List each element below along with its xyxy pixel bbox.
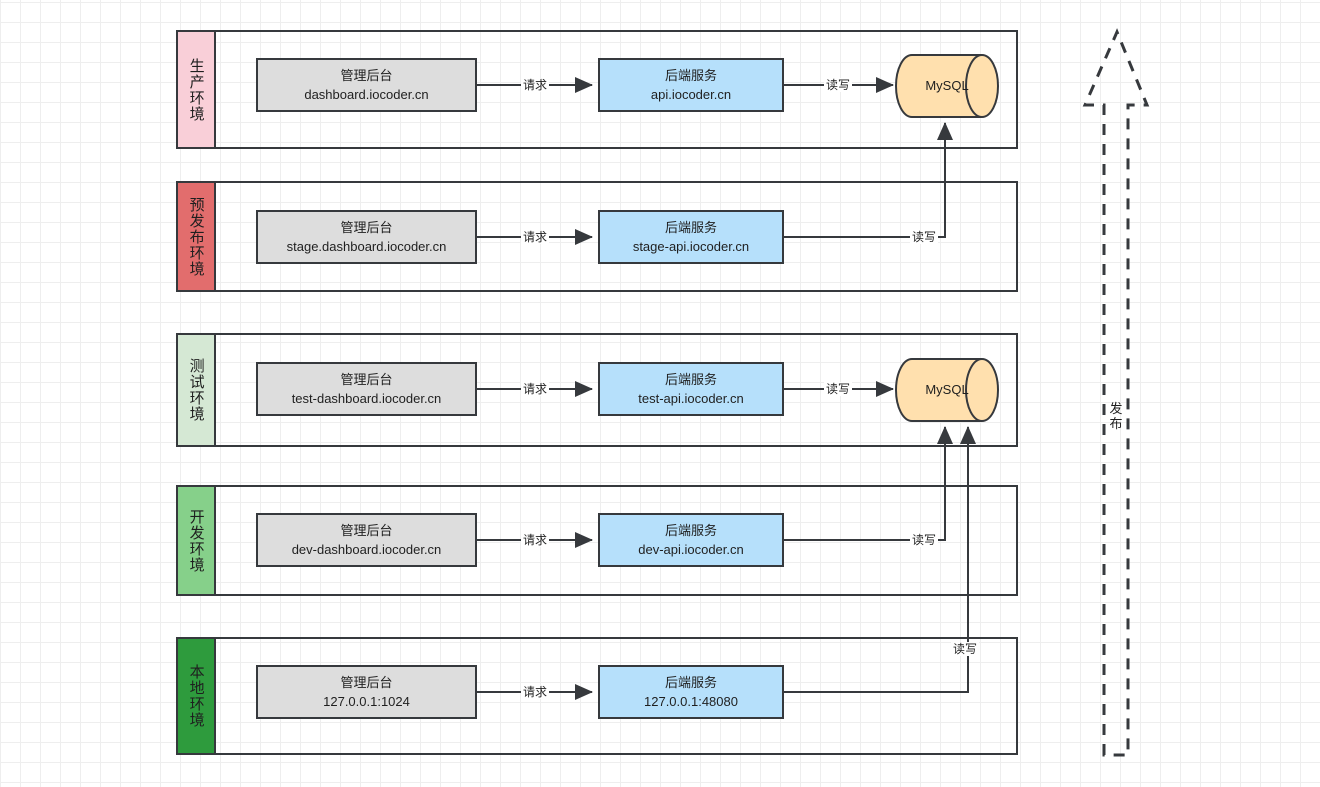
env-tab-label-local: 本地环境 bbox=[187, 664, 205, 728]
edge-label-prod-request: 请求 bbox=[521, 78, 550, 93]
node-api-prod-line1: 后端服务 bbox=[664, 67, 717, 83]
env-tab-label-test: 测试环境 bbox=[187, 358, 205, 422]
node-admin-dev-line1: 管理后台 bbox=[340, 522, 393, 538]
node-admin-prod[interactable]: 管理后台 dashboard.iocoder.cn bbox=[256, 58, 477, 112]
edge-label-test-rw: 读写 bbox=[824, 382, 853, 397]
node-api-dev-line2: dev-api.iocoder.cn bbox=[638, 542, 744, 557]
db-cylinder-test bbox=[895, 358, 999, 422]
node-api-test-line2: test-api.iocoder.cn bbox=[638, 391, 744, 406]
env-tab-label-prod: 生产环境 bbox=[187, 57, 205, 122]
node-admin-prod-line2: dashboard.iocoder.cn bbox=[304, 87, 429, 102]
env-tab-local[interactable]: 本地环境 bbox=[176, 637, 216, 755]
node-admin-local-line1: 管理后台 bbox=[340, 674, 393, 690]
env-tab-prod[interactable]: 生产环境 bbox=[176, 30, 216, 149]
node-admin-test-line2: test-dashboard.iocoder.cn bbox=[291, 391, 442, 406]
env-tab-test[interactable]: 测试环境 bbox=[176, 333, 216, 447]
node-api-stage-line2: stage-api.iocoder.cn bbox=[632, 239, 750, 254]
node-admin-stage[interactable]: 管理后台 stage.dashboard.iocoder.cn bbox=[256, 210, 477, 264]
node-admin-local[interactable]: 管理后台 127.0.0.1:1024 bbox=[256, 665, 477, 719]
node-admin-test[interactable]: 管理后台 test-dashboard.iocoder.cn bbox=[256, 362, 477, 416]
release-arrow-shape bbox=[1082, 28, 1150, 757]
node-admin-dev-line2: dev-dashboard.iocoder.cn bbox=[291, 542, 442, 557]
node-api-dev[interactable]: 后端服务 dev-api.iocoder.cn bbox=[598, 513, 784, 567]
edge-local-api-to-db bbox=[784, 426, 976, 693]
edge-label-local-rw: 读写 bbox=[951, 642, 980, 657]
edge-label-dev-request: 请求 bbox=[521, 533, 550, 548]
env-tab-dev[interactable]: 开发环境 bbox=[176, 485, 216, 596]
node-api-local[interactable]: 后端服务 127.0.0.1:48080 bbox=[598, 665, 784, 719]
env-tab-label-stage: 预发布环境 bbox=[187, 196, 205, 277]
edge-label-stage-rw: 读写 bbox=[910, 230, 939, 245]
env-tab-stage[interactable]: 预发布环境 bbox=[176, 181, 216, 292]
db-cylinder-prod bbox=[895, 54, 999, 118]
node-admin-stage-line1: 管理后台 bbox=[340, 219, 393, 235]
node-admin-test-line1: 管理后台 bbox=[340, 371, 393, 387]
env-tab-label-dev: 开发环境 bbox=[187, 508, 205, 573]
edge-dev-api-to-db bbox=[784, 426, 953, 541]
node-admin-dev[interactable]: 管理后台 dev-dashboard.iocoder.cn bbox=[256, 513, 477, 567]
node-api-test[interactable]: 后端服务 test-api.iocoder.cn bbox=[598, 362, 784, 416]
db-label-prod: MySQL bbox=[925, 78, 969, 93]
release-arrow-label: 发布 bbox=[1109, 401, 1123, 431]
edge-label-stage-request: 请求 bbox=[521, 230, 550, 245]
node-api-prod-line2: api.iocoder.cn bbox=[650, 87, 732, 102]
node-api-local-line1: 后端服务 bbox=[664, 674, 717, 690]
node-api-stage[interactable]: 后端服务 stage-api.iocoder.cn bbox=[598, 210, 784, 264]
edge-label-test-request: 请求 bbox=[521, 382, 550, 397]
edge-label-local-request: 请求 bbox=[521, 685, 550, 700]
edge-label-prod-rw: 读写 bbox=[824, 78, 853, 93]
node-admin-stage-line2: stage.dashboard.iocoder.cn bbox=[286, 239, 447, 254]
node-api-test-line1: 后端服务 bbox=[664, 371, 717, 387]
node-admin-prod-line1: 管理后台 bbox=[340, 67, 393, 83]
db-label-test: MySQL bbox=[925, 382, 969, 397]
node-api-dev-line1: 后端服务 bbox=[664, 522, 717, 538]
edge-label-dev-rw: 读写 bbox=[910, 533, 939, 548]
node-api-prod[interactable]: 后端服务 api.iocoder.cn bbox=[598, 58, 784, 112]
node-api-stage-line1: 后端服务 bbox=[664, 219, 717, 235]
node-api-local-line2: 127.0.0.1:48080 bbox=[644, 694, 738, 709]
edge-stage-api-to-db bbox=[784, 122, 953, 238]
node-admin-local-line2: 127.0.0.1:1024 bbox=[323, 694, 410, 709]
